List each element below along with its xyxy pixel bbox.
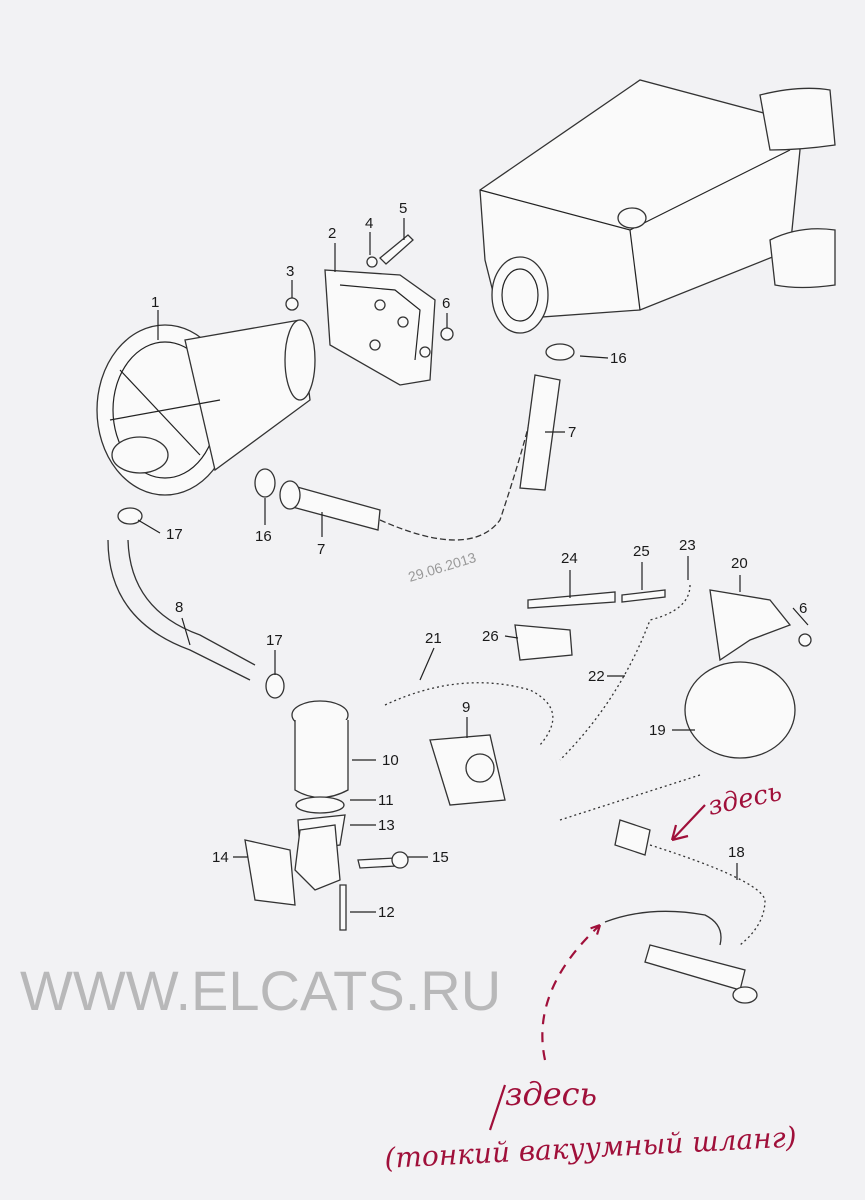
- vacuum-lines: [514, 584, 701, 821]
- secondary-air-pump: [96, 319, 316, 496]
- annotation-note: (тонкий вакуумный шланг): [384, 1120, 798, 1175]
- callout: 17: [166, 526, 183, 543]
- hose-8: [107, 539, 256, 681]
- date-stamp: 29.06.2013: [406, 549, 478, 585]
- callout: 11: [378, 792, 394, 809]
- combi-valve: [244, 700, 349, 906]
- arrow-top: [670, 804, 706, 842]
- callout: 4: [365, 215, 373, 232]
- callout: 24: [561, 550, 578, 567]
- callout: 6: [799, 600, 807, 617]
- callout: 12: [378, 904, 395, 921]
- callout: 16: [610, 350, 627, 367]
- annotation-here-top: здесь: [705, 777, 784, 822]
- solenoid-valve-9: [429, 734, 506, 806]
- callout: 19: [649, 722, 666, 739]
- callout: 5: [399, 200, 407, 217]
- leader-lines: [137, 218, 809, 913]
- watermark: WWW.ELCATS.RU: [20, 959, 501, 1022]
- callout: 20: [731, 555, 748, 572]
- annotation-here-bottom: здесь: [505, 1075, 597, 1113]
- callout: 18: [728, 844, 745, 861]
- callout: 13: [378, 817, 395, 834]
- callout: 14: [212, 849, 229, 866]
- callout: 6: [442, 295, 450, 312]
- bracket: [324, 269, 436, 386]
- arrow-bottom: [541, 923, 602, 1061]
- callout: 7: [568, 424, 576, 441]
- callout: 7: [317, 541, 325, 558]
- callout: 15: [432, 849, 449, 866]
- hose-21: [384, 682, 554, 746]
- callout: 22: [588, 668, 605, 685]
- callout-labels: 1 2 3 4 5 6 16 7 17 16 7 8 17 21 24 25 2…: [151, 200, 807, 921]
- callout: 17: [266, 632, 283, 649]
- callout: 9: [462, 699, 470, 716]
- hose-7: [279, 374, 561, 541]
- hose-18: [604, 819, 766, 1004]
- callout: 2: [328, 225, 336, 242]
- callout: 3: [286, 263, 294, 280]
- callout: 25: [633, 543, 650, 560]
- callout: 1: [151, 294, 159, 311]
- callout: 21: [425, 630, 442, 647]
- callout: 10: [382, 752, 399, 769]
- callout: 26: [482, 628, 499, 645]
- callout: 8: [175, 599, 183, 616]
- annotation-stroke: [488, 1084, 507, 1131]
- callout: 23: [679, 537, 696, 554]
- callout: 16: [255, 528, 272, 545]
- vacuum-reservoir: [684, 589, 812, 759]
- air-filter-housing: [479, 79, 836, 334]
